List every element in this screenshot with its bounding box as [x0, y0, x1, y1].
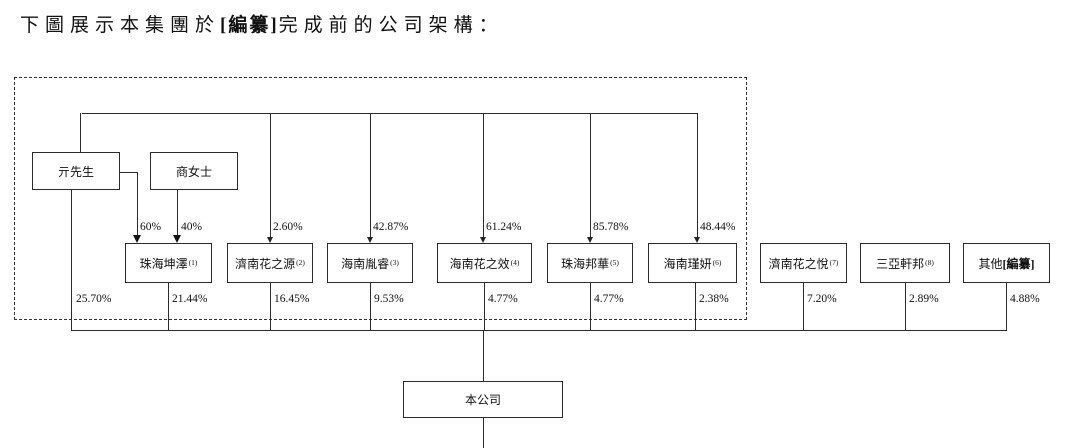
company-box: 本公司: [403, 381, 563, 418]
holding-note: (6): [712, 258, 722, 268]
holding-box-hainan-jinyan: 海南瑾妍(6): [648, 243, 737, 283]
mr-qi-direct-stake-line: [71, 190, 72, 331]
holding-note: (4): [510, 258, 520, 268]
arrowhead-holding-6: [694, 237, 700, 243]
holding-box-hainan-huazhixiao: 海南花之效(4): [437, 243, 532, 283]
pct-label-stake-8: 2.89%: [909, 293, 939, 305]
holding-name: 濟南花之悅: [768, 256, 829, 271]
holding-box-sanya-xuanbang: 三亞軒邦(8): [860, 243, 950, 283]
title-suffix: 完成前的公司架構：: [278, 15, 504, 36]
stake-line-4: [484, 283, 485, 331]
stake-line-9: [1006, 283, 1007, 331]
pct-label-parent-5: 85.78%: [593, 221, 629, 233]
pct-label-40: 40%: [181, 221, 203, 233]
drop-line-holding-5: [590, 113, 591, 240]
collector-line: [71, 330, 1007, 331]
stake-line-5: [590, 283, 591, 331]
pct-label-parent-3: 42.87%: [373, 221, 409, 233]
holding-note: (8): [925, 258, 934, 268]
arrowhead-holding-3: [367, 237, 373, 243]
drop-line-holding-6: [697, 113, 698, 240]
shareholder-name: 亓先生: [57, 164, 94, 179]
drop-line-holding-4: [483, 113, 484, 240]
shareholder-box-ms-shang: 商女士: [150, 152, 238, 190]
arrowhead-holding-5: [587, 237, 593, 243]
holding-name: 珠海坤澤: [139, 256, 188, 271]
holding-name: 珠海邦華: [561, 256, 610, 271]
ms-shang-40pct-vertical-line: [177, 190, 178, 236]
holding-note: (7): [829, 258, 839, 268]
holding-note-redacted: [編纂]: [1002, 256, 1035, 271]
holding-box-jinan-huazhiyue: 濟南花之悅(7): [760, 243, 847, 283]
pct-label-60: 60%: [140, 221, 162, 233]
pct-label-mr-qi-stake: 25.70%: [76, 293, 112, 305]
pct-label-parent-2: 2.60%: [273, 221, 303, 233]
title-prefix: 下圖展示本集團於: [20, 15, 221, 36]
stake-line-3: [370, 283, 371, 331]
company-name: 本公司: [464, 393, 501, 407]
pct-label-parent-6: 48.44%: [700, 221, 736, 233]
holding-box-zhuhai-banghua: 珠海邦華(5): [547, 243, 633, 283]
holding-box-jinan-huazhiyuan: 濟南花之源(2): [227, 243, 313, 283]
shareholder-box-mr-qi: 亓先生: [32, 152, 120, 190]
arrowhead-holding-4: [480, 237, 486, 243]
holding-name: 海南花之效: [449, 256, 510, 271]
pct-label-stake-9: 4.88%: [1010, 293, 1040, 305]
holding-name: 海南胤睿: [341, 256, 390, 271]
pct-label-stake-7: 7.20%: [807, 293, 837, 305]
company-tail-line: [483, 418, 484, 448]
holding-note: (3): [390, 258, 399, 268]
stake-line-1: [168, 283, 169, 331]
stake-line-2: [270, 283, 271, 331]
stake-line-8: [905, 283, 906, 331]
group-boundary-dashed-box: [14, 77, 747, 320]
collector-to-company-line: [483, 330, 484, 381]
drop-line-holding-2: [270, 113, 271, 240]
drop-line-holding-3: [370, 113, 371, 240]
stake-line-6: [695, 283, 696, 331]
title-redacted: [編纂]: [220, 15, 279, 36]
holding-box-hainan-yinrui: 海南胤睿(3): [327, 243, 413, 283]
holding-note: (5): [610, 258, 619, 268]
arrowhead-holding-2: [267, 237, 273, 243]
top-distribution-line: [82, 113, 698, 114]
holding-box-others-redacted: 其他[編纂]: [963, 243, 1050, 283]
pct-label-parent-4: 61.24%: [486, 221, 522, 233]
pct-label-stake-1: 21.44%: [172, 293, 208, 305]
pct-label-stake-6: 2.38%: [699, 293, 729, 305]
mr-qi-60pct-vertical-line: [137, 172, 138, 236]
holding-note: (1): [188, 258, 198, 268]
arrowhead-60pct: [133, 235, 141, 243]
stake-line-7: [803, 283, 804, 331]
mr-qi-60pct-horizontal-line: [120, 172, 137, 173]
holding-note: (2): [296, 258, 305, 268]
holding-name: 三亞軒邦: [876, 256, 925, 271]
page-title: 下圖展示本集團於[編纂]完成前的公司架構：: [20, 10, 504, 37]
arrowhead-40pct: [173, 235, 181, 243]
holding-name: 海南瑾妍: [663, 256, 712, 271]
pct-label-stake-3: 9.53%: [374, 293, 404, 305]
pct-label-stake-4: 4.77%: [488, 293, 518, 305]
shareholder-name: 商女士: [175, 164, 212, 179]
pct-label-stake-5: 4.77%: [594, 293, 624, 305]
drop-line-to-mr-qi: [80, 113, 81, 152]
pct-label-stake-2: 16.45%: [274, 293, 310, 305]
holding-name: 其他: [978, 256, 1003, 271]
holding-name: 濟南花之源: [235, 256, 296, 271]
holding-box-zhuhai-kunze: 珠海坤澤(1): [125, 243, 212, 283]
